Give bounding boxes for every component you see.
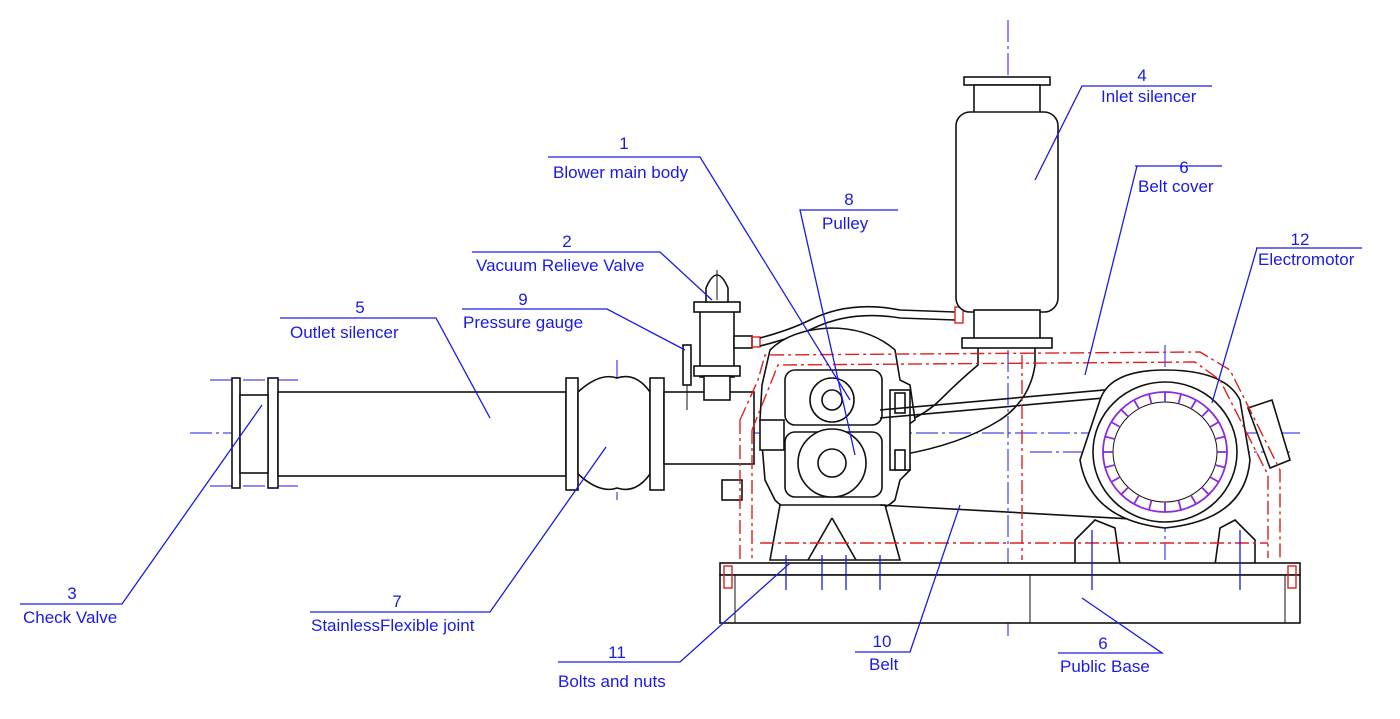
pressure-gauge-stem — [682, 344, 692, 386]
motor-fin — [1190, 494, 1197, 505]
public-base — [719, 562, 1301, 624]
callout-8-text: Pulley — [822, 214, 869, 233]
callout-1-text: Blower main body — [553, 163, 689, 182]
motor-fin — [1214, 435, 1226, 440]
bolts-and-nuts — [785, 530, 1241, 590]
callout-7-text: StainlessFlexible joint — [311, 616, 475, 635]
motor-fin — [1177, 393, 1182, 404]
callout-8-number: 8 — [844, 190, 853, 209]
check-valve-flange-left — [231, 377, 241, 489]
callout-6-belt-cover-number: 6 — [1179, 158, 1188, 177]
callout-5: 5 Outlet silencer — [290, 298, 399, 342]
motor-fin — [1104, 435, 1116, 440]
outlet-silencer-assembly — [231, 375, 755, 491]
belt-cover — [739, 351, 1281, 560]
outlet-flange-2 — [649, 377, 665, 491]
motor-fin — [1201, 486, 1210, 496]
motor-fin — [1120, 486, 1129, 496]
callout-10: 10 Belt — [869, 632, 899, 674]
motor-fin — [1148, 393, 1153, 404]
callout-12-number: 12 — [1291, 230, 1310, 249]
check-valve-flange-right — [267, 377, 279, 489]
callout-2: 2 Vacuum Relieve Valve — [476, 232, 645, 275]
callout-1: 1 Blower main body — [553, 134, 689, 182]
motor-fin — [1148, 500, 1153, 511]
callout-9-text: Pressure gauge — [463, 313, 583, 332]
callout-11-number: 11 — [608, 643, 626, 662]
motor-fin — [1209, 476, 1220, 483]
electromotor — [1074, 369, 1291, 566]
inlet-top-flange — [963, 76, 1051, 86]
motor-fin — [1133, 399, 1140, 410]
callout-6-public-base-text: Public Base — [1060, 657, 1150, 676]
relief-valve-body — [699, 304, 735, 378]
callout-12-text: Electromotor — [1258, 250, 1355, 269]
outlet-silencer-body — [277, 391, 567, 477]
callout-6-public-base: 6 Public Base — [1060, 634, 1150, 676]
callout-11: 11 Bolts and nuts — [558, 643, 666, 691]
callout-4: 4 Inlet silencer — [1101, 66, 1197, 106]
motor-fin — [1110, 421, 1121, 428]
callout-4-text: Inlet silencer — [1101, 87, 1197, 106]
motor-fin — [1104, 464, 1116, 469]
motor-fin — [1209, 421, 1220, 428]
blower-main-body — [721, 327, 916, 561]
callout-3: 3 Check Valve — [23, 584, 117, 627]
callout-9: 9 Pressure gauge — [463, 290, 583, 332]
callout-7: 7 StainlessFlexible joint — [311, 592, 475, 635]
callout-2-text: Vacuum Relieve Valve — [476, 256, 645, 275]
callout-9-number: 9 — [518, 290, 527, 309]
relief-valve-assembly — [682, 270, 761, 410]
check-valve-body — [239, 394, 269, 474]
blower-support — [769, 504, 902, 561]
motor-fin — [1190, 399, 1197, 410]
callout-6-public-base-number: 6 — [1098, 634, 1107, 653]
motor-fin — [1120, 408, 1129, 418]
motor-fin — [1201, 408, 1210, 418]
inlet-silencer-body — [955, 111, 1059, 313]
motor-fin — [1177, 500, 1182, 511]
callout-12: 12 Electromotor — [1258, 230, 1355, 269]
motor-fins — [1103, 392, 1227, 512]
motor-fin — [1133, 494, 1140, 505]
callout-1-number: 1 — [619, 134, 628, 153]
callout-6-belt-cover: 6 Belt cover — [1138, 158, 1214, 196]
callout-4-number: 4 — [1137, 66, 1146, 85]
callout-6-belt-cover-text: Belt cover — [1138, 177, 1214, 196]
callout-3-text: Check Valve — [23, 608, 117, 627]
callout-10-number: 10 — [873, 632, 892, 651]
motor-fin — [1214, 464, 1226, 469]
callout-2-number: 2 — [562, 232, 571, 251]
callout-3-number: 3 — [67, 584, 76, 603]
callout-7-number: 7 — [392, 592, 401, 611]
callout-5-number: 5 — [355, 298, 364, 317]
callout-11-text: Bolts and nuts — [558, 672, 666, 691]
outlet-pipe — [663, 391, 755, 465]
outlet-flange-1 — [565, 377, 579, 491]
callout-8: 8 Pulley — [822, 190, 869, 233]
callout-10-text: Belt — [869, 655, 899, 674]
leader-lines — [20, 85, 1362, 663]
callout-5-text: Outlet silencer — [290, 323, 399, 342]
inlet-silencer-assembly — [869, 76, 1059, 456]
motor-fin — [1110, 476, 1121, 483]
motor-terminal-box — [1246, 398, 1291, 470]
